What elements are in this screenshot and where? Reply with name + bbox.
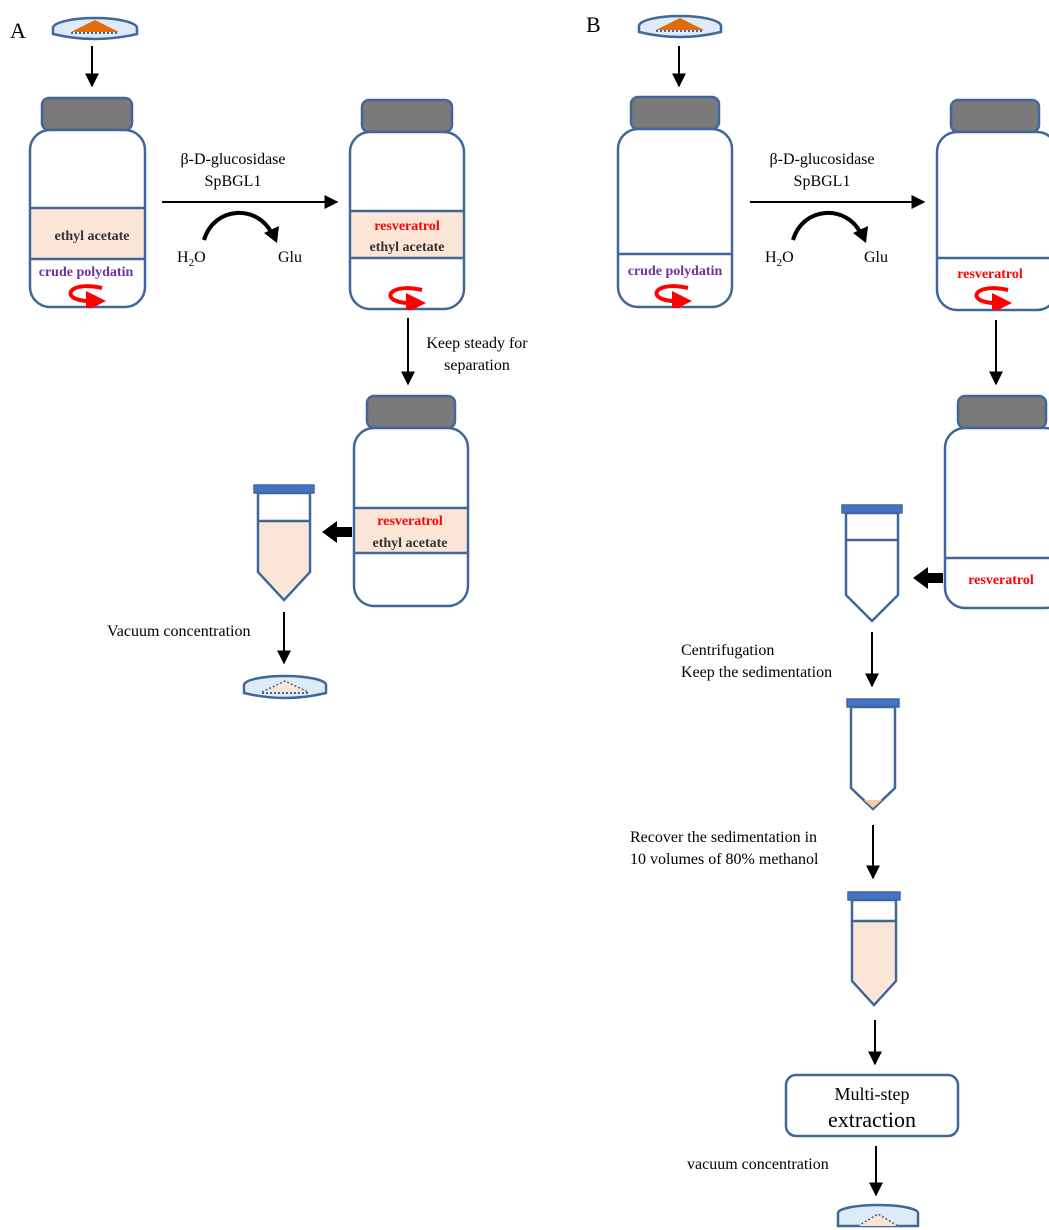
ethyl-acetate-layer — [31, 208, 144, 259]
petri-dish-product-b — [836, 1203, 920, 1228]
final-step-label-a: Vacuum concentration — [107, 623, 251, 640]
bottle-settled-b — [943, 394, 1049, 610]
transfer-arrow-b — [913, 567, 943, 589]
petri-dish-source-b — [637, 14, 723, 39]
tube-a — [253, 484, 315, 602]
water-label-a: H2O — [177, 249, 206, 269]
separated-solvent-label: ethyl acetate — [372, 536, 447, 551]
tube-b-sediment — [846, 698, 900, 811]
enzyme-label-b: β-D-glucosidase — [770, 151, 875, 168]
extraction-box — [784, 1073, 960, 1138]
extraction-line-2: extraction — [828, 1107, 916, 1132]
bottle-start-a — [28, 96, 147, 309]
transfer-arrow-a — [322, 521, 352, 543]
separation-line-1: Keep steady for — [426, 335, 528, 352]
separated-product-label: resveratrol — [377, 514, 443, 529]
glucose-label-b: Glu — [864, 249, 888, 266]
enzyme-label-a: β-D-glucosidase — [181, 151, 286, 168]
react-upper-product-label: resveratrol — [374, 219, 440, 234]
start-upper-layer-label: ethyl acetate — [54, 229, 129, 244]
centrifuge-line-1: Centrifugation — [681, 642, 774, 659]
start-layer-label-b: crude polydatin — [628, 264, 723, 279]
recover-line-1: Recover the sedimentation in — [630, 829, 817, 846]
enzyme-name-a: SpBGL1 — [205, 173, 262, 190]
react-layer-label-b: resveratrol — [957, 267, 1023, 282]
petri-dish-product-a — [242, 674, 328, 700]
water-glucose-arc-b — [791, 210, 863, 241]
water-label-b: H2O — [765, 249, 794, 269]
panel-a-label: A — [10, 18, 26, 43]
bottle-start-b — [616, 95, 734, 309]
settled-layer-label-b: resveratrol — [968, 573, 1034, 588]
bottle-reaction-b — [935, 98, 1049, 312]
react-upper-solvent-label: ethyl acetate — [369, 240, 444, 255]
panel-b-label: B — [586, 12, 601, 37]
enzyme-name-b: SpBGL1 — [794, 173, 851, 190]
extraction-line-1: Multi-step — [835, 1084, 910, 1104]
tube-b-supernatant — [841, 504, 903, 623]
bottle-reaction-a — [348, 98, 466, 311]
bottle-separated-a — [352, 394, 470, 608]
recover-line-2: 10 volumes of 80% methanol — [630, 851, 819, 868]
glucose-label-a: Glu — [278, 249, 302, 266]
centrifuge-line-2: Keep the sedimentation — [681, 664, 832, 681]
separation-line-2: separation — [444, 357, 510, 374]
final-step-label-b: vacuum concentration — [687, 1156, 829, 1173]
tube-b-methanol — [847, 891, 901, 1007]
petri-dish-source-a — [51, 16, 139, 41]
start-lower-layer-label: crude polydatin — [39, 265, 134, 280]
water-glucose-arc-a — [202, 210, 274, 241]
